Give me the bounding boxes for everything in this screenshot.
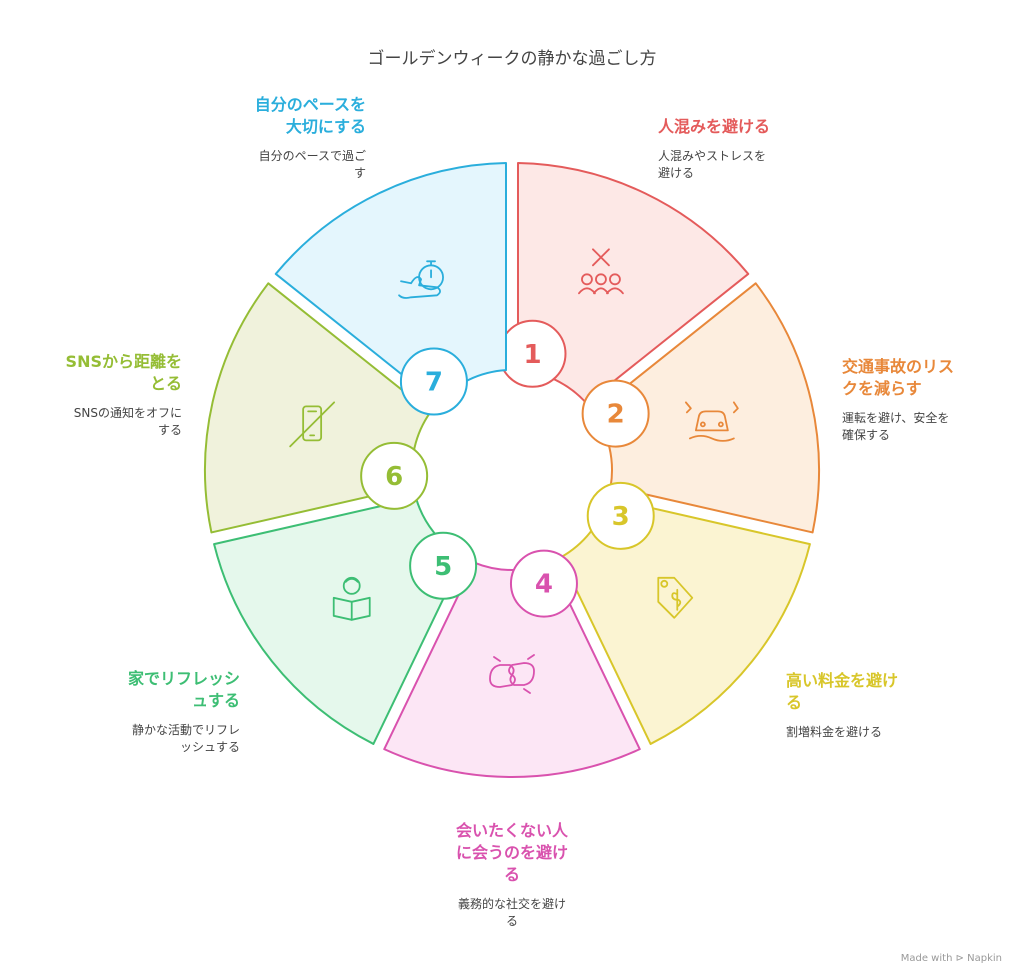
segment-label-3: 高い料金を避ける割増料金を避ける bbox=[786, 670, 976, 741]
stopwatch-hand-icon bbox=[398, 260, 444, 299]
segment-title-line: に会うのを避け bbox=[455, 843, 568, 862]
napkin-credit: Made with ⊳ Napkin bbox=[900, 953, 1002, 964]
segment-title-2: 交通事故のリスクを減らす bbox=[842, 356, 1002, 400]
segment-number-badge-6 bbox=[360, 441, 429, 510]
segment-description-line: ッシュする bbox=[179, 740, 240, 754]
segment-title-line: 交通事故のリス bbox=[842, 357, 955, 376]
segment-description-line: 静かな活動でリフレ bbox=[131, 723, 240, 737]
segment-title-line: ュする bbox=[191, 691, 240, 710]
segment-title-5: 家でリフレッシュする bbox=[40, 668, 240, 712]
segment-1: 1 bbox=[498, 162, 750, 405]
segment-title-line: クを減らす bbox=[842, 379, 922, 398]
segment-description-line: 運転を避け、安全を bbox=[842, 411, 950, 425]
segment-number-3: 3 bbox=[612, 502, 630, 532]
segment-description-line: 避ける bbox=[658, 166, 695, 180]
segment-title-line: 大切にする bbox=[285, 117, 366, 136]
segment-label-2: 交通事故のリスクを減らす運転を避け、安全を確保する bbox=[842, 356, 1002, 444]
segment-title-line: SNSから距離を bbox=[65, 352, 182, 371]
phone-off-icon bbox=[289, 401, 336, 448]
segment-number-6: 6 bbox=[385, 462, 403, 492]
segment-number-badge-5 bbox=[409, 531, 478, 600]
segment-number-badge-4 bbox=[509, 549, 578, 618]
segment-label-5: 家でリフレッシュする静かな活動でリフレッシュする bbox=[40, 668, 240, 756]
segment-title-3: 高い料金を避ける bbox=[786, 670, 976, 714]
segment-description-line: SNSの通知をオフに bbox=[73, 406, 182, 420]
segment-number-4: 4 bbox=[535, 570, 553, 600]
segment-description-2: 運転を避け、安全を確保する bbox=[842, 410, 1002, 444]
segment-description-line: る bbox=[505, 914, 518, 928]
segment-6: 6 bbox=[204, 282, 432, 534]
segment-title-4: 会いたくない人に会うのを避ける bbox=[412, 820, 612, 886]
segment-description-7: 自分のペースで過ごす bbox=[166, 148, 366, 182]
segment-number-badge-7 bbox=[399, 347, 468, 416]
segment-number-badge-3 bbox=[586, 481, 655, 550]
segment-7: 7 bbox=[274, 162, 508, 416]
segment-3: 3 bbox=[559, 481, 811, 745]
segment-description-line: す bbox=[353, 166, 366, 180]
fist-bump-icon bbox=[489, 654, 535, 694]
segment-5: 5 bbox=[213, 497, 478, 745]
segment-title-1: 人混みを避ける bbox=[658, 116, 858, 138]
segment-title-line: 自分のペースを bbox=[254, 95, 366, 114]
page-title: ゴールデンウィークの静かな過ごし方 bbox=[367, 49, 657, 69]
segment-description-4: 義務的な社交を避ける bbox=[412, 896, 612, 930]
segment-number-2: 2 bbox=[607, 400, 625, 430]
segment-description-line: 自分のペースで過ご bbox=[258, 149, 366, 163]
segment-4: 4 bbox=[383, 549, 641, 778]
segment-description-line: 人混みやストレスを bbox=[658, 149, 767, 163]
segment-description-line: 義務的な社交を避け bbox=[457, 897, 566, 911]
segment-description-1: 人混みやストレスを避ける bbox=[658, 148, 858, 182]
segment-title-line: とる bbox=[149, 374, 182, 393]
segment-label-4: 会いたくない人に会うのを避ける義務的な社交を避ける bbox=[412, 820, 612, 930]
segment-description-5: 静かな活動でリフレッシュする bbox=[40, 722, 240, 756]
price-tag-icon bbox=[657, 576, 694, 619]
segment-label-6: SNSから距離をとる SNSの通知をオフにする bbox=[30, 351, 182, 439]
segment-title-line: る bbox=[786, 693, 803, 712]
segment-2: 2 bbox=[581, 282, 820, 534]
segment-label-1: 人混みを避ける人混みやストレスを避ける bbox=[658, 116, 858, 182]
segment-description-line: 割増料金を避ける bbox=[786, 725, 883, 739]
segment-description-6: SNSの通知をオフにする bbox=[30, 405, 182, 439]
segment-title-6: SNSから距離をとる bbox=[30, 351, 182, 395]
segment-number-badge-2 bbox=[581, 379, 650, 448]
car-accident-icon bbox=[684, 401, 739, 442]
segment-title-line: る bbox=[503, 865, 520, 884]
segment-number-7: 7 bbox=[425, 368, 443, 398]
segment-description-line: 確保する bbox=[842, 428, 891, 442]
segment-number-5: 5 bbox=[434, 552, 452, 582]
segment-title-line: 家でリフレッシ bbox=[127, 669, 240, 688]
crowd-avoid-icon bbox=[578, 248, 624, 295]
segment-title-line: 会いたくない人 bbox=[455, 821, 568, 840]
segment-description-3: 割増料金を避ける bbox=[786, 724, 976, 741]
segment-title-line: 高い料金を避け bbox=[786, 671, 899, 690]
segment-title-7: 自分のペースを大切にする bbox=[166, 94, 366, 138]
reading-person-icon bbox=[332, 576, 371, 621]
segment-label-7: 自分のペースを大切にする自分のペースで過ごす bbox=[166, 94, 366, 182]
segment-number-1: 1 bbox=[523, 340, 541, 370]
segment-description-line: する bbox=[157, 423, 182, 437]
segment-title-line: 人混みを避ける bbox=[658, 117, 771, 136]
